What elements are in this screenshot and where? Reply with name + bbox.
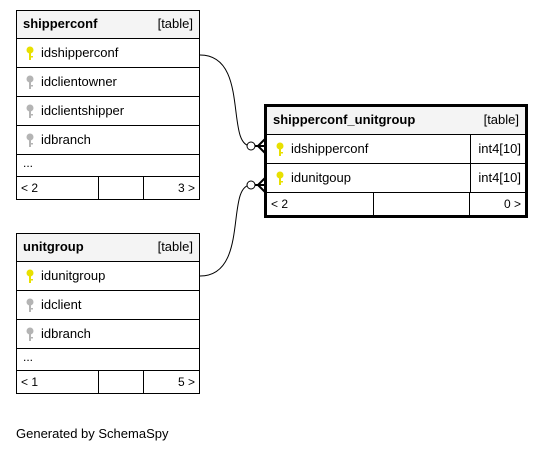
parents-count[interactable]: < 2: [271, 197, 289, 211]
column-name: idbranch: [41, 132, 91, 147]
children-count[interactable]: 3 >: [177, 181, 195, 195]
column-name: idclient: [41, 297, 82, 312]
index-key-icon: [26, 327, 34, 341]
primary-key-icon: [276, 142, 284, 156]
column-type: int4[10]: [478, 141, 521, 156]
table-footer: < 1 5 >: [17, 371, 199, 393]
column-row[interactable]: idunitgroup: [17, 262, 199, 291]
table-shipperconf[interactable]: shipperconf [table] idshipperconf idclie…: [16, 10, 200, 200]
link-optional-marker: [246, 180, 256, 190]
table-kind: [table]: [157, 239, 193, 254]
children-count[interactable]: 5 >: [177, 375, 195, 389]
parents-count[interactable]: < 2: [21, 181, 39, 195]
table-name: shipperconf: [23, 16, 98, 31]
column-name: idunitgoup: [291, 170, 351, 185]
index-key-icon: [26, 104, 34, 118]
column-name: idshipperconf: [291, 141, 369, 156]
column-name: idunitgroup: [41, 268, 106, 283]
index-key-icon: [26, 298, 34, 312]
column-divider: [470, 164, 471, 192]
column-type: int4[10]: [478, 170, 521, 185]
table-kind: [table]: [483, 112, 519, 127]
link-shipperconf-to-junction: [199, 54, 252, 147]
column-name: idclientshipper: [41, 103, 125, 118]
column-row[interactable]: idshipperconf int4[10]: [267, 135, 525, 164]
column-name: idshipperconf: [41, 45, 119, 60]
column-row[interactable]: idclientowner: [17, 68, 199, 97]
primary-key-icon: [26, 46, 34, 60]
table-header: shipperconf [table]: [17, 11, 199, 39]
table-footer: < 2 3 >: [17, 177, 199, 199]
table-footer: < 2 0 >: [267, 193, 525, 215]
link-unitgroup-to-junction: [199, 184, 252, 277]
link-optional-marker: [246, 141, 256, 151]
column-row[interactable]: idbranch: [17, 320, 199, 349]
column-row[interactable]: idshipperconf: [17, 39, 199, 68]
index-key-icon: [26, 75, 34, 89]
column-row[interactable]: idbranch: [17, 126, 199, 155]
more-columns: ...: [17, 349, 199, 371]
table-name: shipperconf_unitgroup: [273, 112, 416, 127]
index-key-icon: [26, 133, 34, 147]
column-row[interactable]: idclient: [17, 291, 199, 320]
children-count[interactable]: 0 >: [503, 197, 521, 211]
link-crowfoot: [255, 177, 266, 193]
table-name: unitgroup: [23, 239, 84, 254]
generated-by-credit: Generated by SchemaSpy: [16, 426, 169, 441]
link-crowfoot: [255, 138, 266, 154]
table-shipperconf-unitgroup[interactable]: shipperconf_unitgroup [table] idshipperc…: [264, 104, 528, 218]
primary-key-icon: [276, 171, 284, 185]
column-divider: [470, 135, 471, 163]
parents-count[interactable]: < 1: [21, 375, 39, 389]
table-unitgroup[interactable]: unitgroup [table] idunitgroup idclient i…: [16, 233, 200, 394]
table-header: shipperconf_unitgroup [table]: [267, 107, 525, 135]
table-header: unitgroup [table]: [17, 234, 199, 262]
primary-key-icon: [26, 269, 34, 283]
column-name: idbranch: [41, 326, 91, 341]
column-name: idclientowner: [41, 74, 117, 89]
table-kind: [table]: [157, 16, 193, 31]
more-columns: ...: [17, 155, 199, 177]
column-row[interactable]: idclientshipper: [17, 97, 199, 126]
column-row[interactable]: idunitgoup int4[10]: [267, 164, 525, 193]
